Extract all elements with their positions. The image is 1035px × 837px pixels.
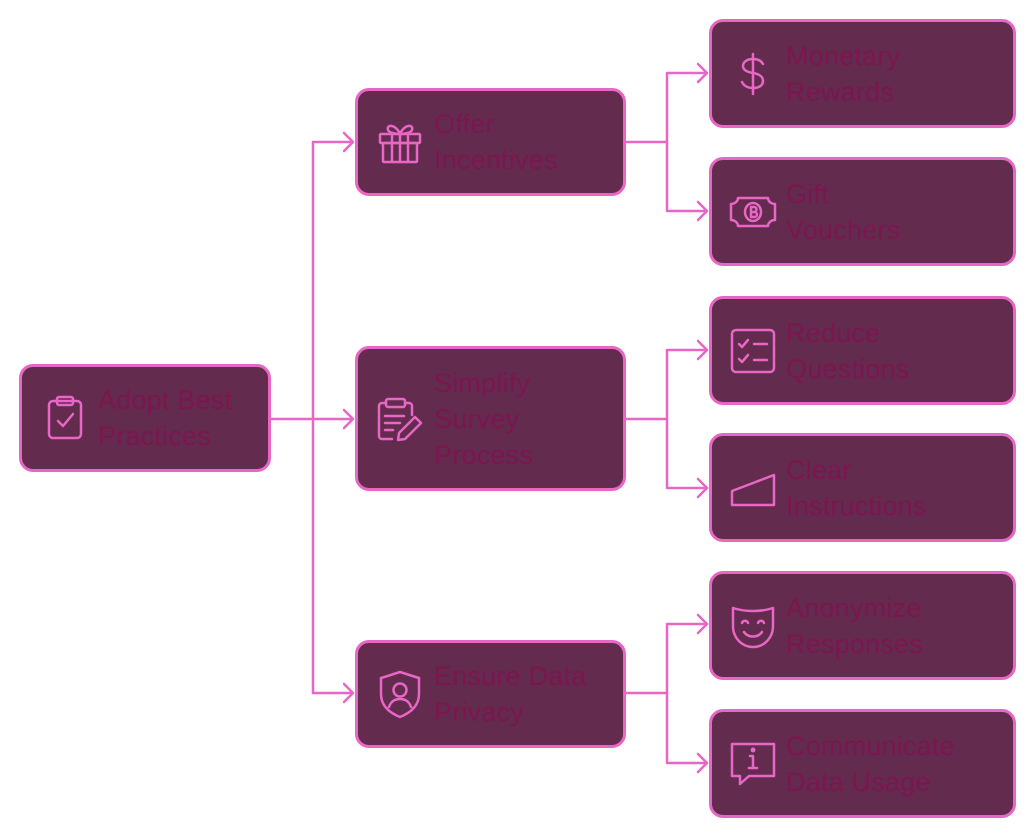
leaf-label-clear-instructions: Clear Instructions: [786, 454, 927, 521]
leaf-label-reduce-questions: Reduce Questions: [786, 317, 910, 384]
wedge-icon: [722, 468, 784, 508]
leaf-label-gift-vouchers: Gift Vouchers: [786, 178, 901, 245]
branch-label-ensure-data-privacy: Ensure Data Privacy: [434, 661, 587, 727]
gift-icon: [368, 119, 432, 165]
leaf-node-reduce-questions: Reduce Questions: [709, 296, 1016, 405]
leaf-label-monetary-rewards: Monetary Rewards: [786, 40, 901, 107]
arrowhead: [696, 339, 709, 361]
clipboard-edit-icon: [368, 395, 432, 443]
branch-node-offer-incentives: Offer Incentives: [355, 88, 626, 196]
branch-node-simplify-survey-process: Simplify Survey Process: [355, 346, 626, 491]
root-label: Adopt Best Practices: [98, 385, 233, 451]
info-message-icon: [722, 740, 784, 788]
leaf-label-anonymize-responses: Anonymize Responses: [786, 592, 923, 659]
arrowhead: [696, 62, 709, 84]
branch-label-simplify-survey-process: Simplify Survey Process: [434, 367, 533, 470]
branch-label-offer-incentives: Offer Incentives: [434, 109, 558, 175]
branch-node-ensure-data-privacy: Ensure Data Privacy: [355, 640, 626, 748]
checklist-icon: [722, 327, 784, 375]
arrowhead: [696, 200, 709, 222]
root-node: Adopt Best Practices: [19, 364, 271, 472]
connector-incentives-children: [623, 71, 709, 213]
leaf-node-communicate-data-usage: Communicate Data Usage: [709, 709, 1016, 818]
connector-simplify-children: [623, 348, 709, 490]
leaf-node-anonymize-responses: Anonymize Responses: [709, 571, 1016, 680]
clipboard-check-icon: [36, 395, 94, 441]
leaf-node-gift-vouchers: Gift Vouchers: [709, 157, 1016, 266]
arrowhead: [342, 682, 355, 704]
arrowhead: [696, 613, 709, 635]
leaf-node-monetary-rewards: Monetary Rewards: [709, 19, 1016, 128]
smile-mask-icon: [722, 602, 784, 650]
dollar-icon: [722, 50, 784, 98]
arrowhead: [342, 131, 355, 153]
leaf-node-clear-instructions: Clear Instructions: [709, 433, 1016, 542]
shield-user-icon: [368, 669, 432, 719]
connector-privacy-children: [623, 622, 709, 765]
leaf-label-communicate-data-usage: Communicate Data Usage: [786, 730, 955, 797]
voucher-ticket-icon: [722, 195, 784, 229]
arrowhead: [342, 408, 355, 430]
arrowhead: [696, 477, 709, 499]
arrowhead: [696, 752, 709, 774]
